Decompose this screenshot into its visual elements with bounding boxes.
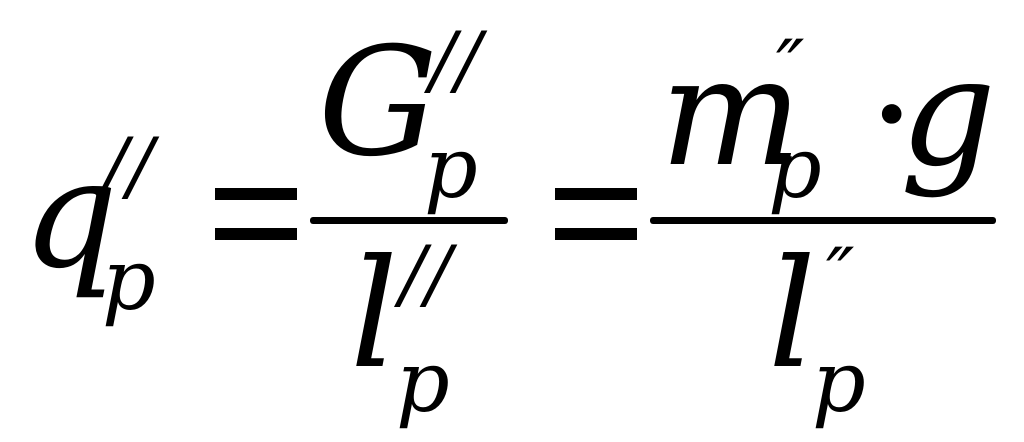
fraction-2-denominator-subscript: p xyxy=(812,333,866,431)
lhs-prime: // xyxy=(102,121,154,210)
fraction-1-numerator-prime: // xyxy=(430,15,482,104)
lhs-base: q xyxy=(22,128,119,302)
fraction-1-denominator-prime: // xyxy=(400,229,452,318)
fraction-2-numerator-subscript: p xyxy=(768,119,822,217)
multiplication-dot: · xyxy=(868,28,916,202)
fraction-2-denominator-prime: ″ xyxy=(826,231,855,320)
fraction-2-numerator-base: m xyxy=(660,26,803,200)
fraction-1-denominator-subscript: p xyxy=(396,333,450,431)
fraction-2-numerator-factor: g xyxy=(900,26,997,200)
fraction-2-numerator-prime: ″ xyxy=(776,23,805,112)
equals-sign-2 xyxy=(555,188,637,240)
equals-sign-1 xyxy=(215,188,297,240)
fraction-1-denominator-base: l xyxy=(350,228,398,402)
fraction-1-numerator-subscript: p xyxy=(424,119,478,217)
fraction-1-numerator-base: G xyxy=(318,16,438,190)
fraction-2-bar xyxy=(650,217,996,224)
fraction-2-denominator-base: l xyxy=(768,228,816,402)
lhs-subscript: p xyxy=(102,231,156,329)
fraction-1-bar xyxy=(310,217,508,224)
